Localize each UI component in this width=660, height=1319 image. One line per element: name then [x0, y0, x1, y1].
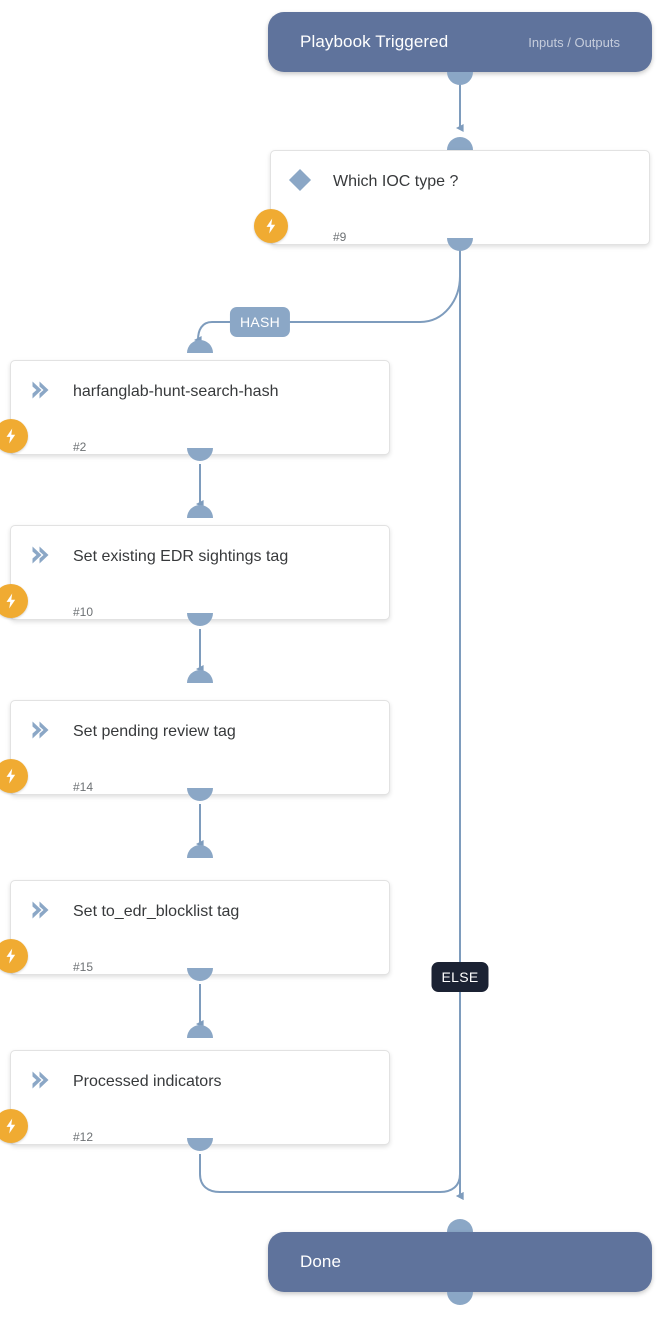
- node-ref: #12: [73, 1130, 94, 1144]
- start-node-io-label: Inputs / Outputs: [528, 34, 620, 50]
- handle-n14-top[interactable]: [187, 670, 213, 683]
- edge-label-hash[interactable]: HASH: [229, 307, 291, 337]
- lightning-bolt-icon: [0, 584, 28, 618]
- node-ref: #14: [73, 780, 94, 794]
- node-title: harfanglab-hunt-search-hash: [73, 383, 279, 400]
- handle-n10-bottom[interactable]: [187, 613, 213, 626]
- lightning-bolt-icon: [0, 419, 28, 453]
- chevron-right-icon: [27, 897, 53, 923]
- node-harfanglab-hunt-search-hash[interactable]: harfanglab-hunt-search-hash #2: [0, 360, 390, 455]
- handle-n2-top[interactable]: [187, 340, 213, 353]
- lightning-bolt-icon: [0, 1109, 28, 1143]
- chevron-right-icon: [27, 1067, 53, 1093]
- chevron-right-icon: [27, 377, 53, 403]
- node-ref: #15: [73, 960, 94, 974]
- handle-n9-top[interactable]: [447, 137, 473, 150]
- node-title: Processed indicators: [73, 1073, 222, 1090]
- node-set-pending-review-tag[interactable]: Set pending review tag #14: [0, 700, 390, 795]
- node-set-to-edr-blocklist-tag[interactable]: Set to_edr_blocklist tag #15: [0, 880, 390, 975]
- edge-label-else[interactable]: ELSE: [431, 962, 489, 992]
- node-set-existing-edr-sightings-tag[interactable]: Set existing EDR sightings tag #10: [0, 525, 390, 620]
- chevron-right-icon: [27, 717, 53, 743]
- handle-n10-top[interactable]: [187, 505, 213, 518]
- edge-n12-to-done: [199, 1154, 464, 1200]
- handle-n15-top[interactable]: [187, 845, 213, 858]
- handle-n9-bottom[interactable]: [447, 238, 473, 251]
- handle-done-top[interactable]: [447, 1219, 473, 1232]
- diamond-icon: [285, 165, 315, 195]
- node-done[interactable]: Done: [268, 1232, 652, 1292]
- handle-n15-bottom[interactable]: [187, 968, 213, 981]
- node-playbook-triggered[interactable]: Playbook Triggered Inputs / Outputs: [268, 12, 652, 72]
- node-title: Set existing EDR sightings tag: [73, 548, 289, 565]
- handle-n14-bottom[interactable]: [187, 788, 213, 801]
- lightning-bolt-icon: [254, 209, 288, 243]
- end-node-title: Done: [300, 1252, 342, 1271]
- node-title: Set pending review tag: [73, 723, 236, 740]
- node-title: Set to_edr_blocklist tag: [73, 903, 240, 920]
- lightning-bolt-icon: [0, 759, 28, 793]
- handle-n12-bottom[interactable]: [187, 1138, 213, 1151]
- handle-n2-bottom[interactable]: [187, 448, 213, 461]
- handle-n12-top[interactable]: [187, 1025, 213, 1038]
- handle-done-bottom[interactable]: [447, 1292, 473, 1305]
- lightning-bolt-icon: [0, 939, 28, 973]
- node-ref: #9: [333, 230, 347, 244]
- start-node-title: Playbook Triggered: [300, 32, 449, 51]
- chevron-right-icon: [27, 542, 53, 568]
- node-title: Which IOC type ?: [333, 173, 459, 190]
- handle-start-bottom[interactable]: [447, 72, 473, 85]
- node-which-ioc-type[interactable]: Which IOC type ? #9: [254, 150, 650, 245]
- node-processed-indicators[interactable]: Processed indicators #12: [0, 1050, 390, 1145]
- node-ref: #10: [73, 605, 94, 619]
- node-ref: #2: [73, 440, 87, 454]
